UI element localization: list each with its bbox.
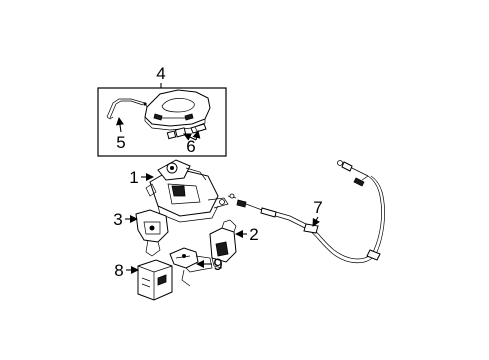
part-1-shifter-base — [145, 159, 229, 223]
callout-1: 1 — [129, 168, 138, 187]
callout-7: 7 — [313, 198, 322, 217]
callout-8: 8 — [114, 261, 123, 280]
part-4-shift-cover — [144, 89, 211, 131]
part-5-wire-clip — [106, 98, 148, 120]
leader-6a — [183, 133, 197, 141]
leader-5 — [116, 117, 124, 133]
callout-5: 5 — [116, 133, 125, 152]
leader-6b — [192, 130, 201, 141]
part-2-actuator — [209, 219, 237, 269]
callout-4: 4 — [156, 64, 165, 83]
group-box-4 — [97, 87, 227, 157]
leader-7 — [312, 216, 320, 227]
part-8-module — [137, 259, 173, 301]
callout-2: 2 — [249, 225, 258, 244]
callout-3: 3 — [113, 210, 122, 229]
callout-6: 6 — [186, 137, 195, 156]
callout-9: 9 — [213, 255, 222, 274]
part-9-mount-bracket — [169, 247, 213, 287]
part-3-bracket — [135, 209, 169, 257]
part-7-shift-cable — [227, 160, 385, 264]
